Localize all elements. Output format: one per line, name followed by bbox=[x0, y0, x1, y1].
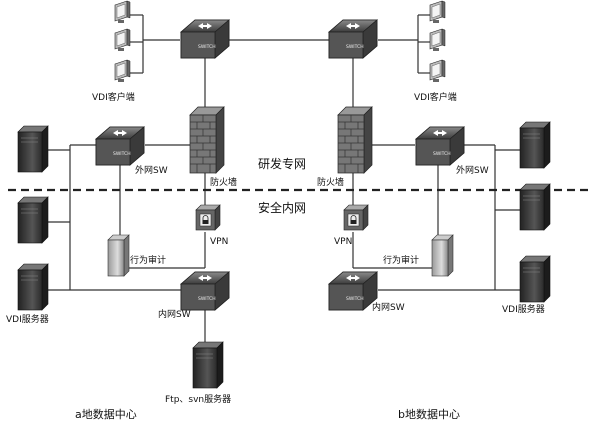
int-sw-label-left: 内网SW bbox=[158, 308, 191, 320]
audit-appliance-icon bbox=[107, 234, 130, 277]
switch-icon bbox=[95, 126, 145, 166]
firewall-label-left: 防火墙 bbox=[210, 176, 237, 188]
firewall-icon bbox=[337, 106, 373, 174]
firewall-icon bbox=[189, 106, 225, 174]
server-tower-icon bbox=[519, 121, 551, 169]
switch-icon bbox=[180, 19, 230, 59]
server-tower-icon bbox=[519, 255, 551, 303]
vdi-client-label-right: VDI客户端 bbox=[414, 91, 457, 103]
vdi-server-label-right: VDI服务器 bbox=[502, 303, 545, 315]
server-tower-icon bbox=[519, 183, 551, 231]
vpn-label-left: VPN bbox=[210, 237, 228, 247]
switch-icon bbox=[328, 271, 378, 311]
switch-icon bbox=[328, 19, 378, 59]
datacenter-label-b: b地数据中心 bbox=[398, 407, 460, 421]
server-tower-icon bbox=[17, 263, 49, 311]
monitor-icon bbox=[114, 0, 131, 24]
audit-label-left: 行为审计 bbox=[130, 254, 166, 266]
server-tower-icon bbox=[17, 125, 49, 173]
zone-label-secure: 安全内网 bbox=[258, 200, 306, 215]
monitor-icon bbox=[429, 28, 446, 52]
monitor-icon bbox=[114, 59, 131, 83]
datacenter-label-a: a地数据中心 bbox=[75, 407, 137, 421]
server-tower-icon bbox=[192, 341, 224, 389]
audit-label-right: 行为审计 bbox=[383, 254, 419, 266]
vpn-icon bbox=[195, 204, 221, 231]
vpn-icon bbox=[343, 204, 369, 231]
audit-appliance-icon bbox=[431, 234, 454, 277]
ftp-server-label: Ftp、svn服务器 bbox=[165, 393, 231, 405]
monitor-icon bbox=[114, 28, 131, 52]
zone-label-rd: 研发专网 bbox=[258, 156, 306, 171]
vdi-client-label-left: VDI客户端 bbox=[92, 91, 135, 103]
vpn-label-right: VPN bbox=[334, 237, 352, 247]
server-tower-icon bbox=[17, 196, 49, 244]
switch-icon bbox=[415, 126, 465, 166]
firewall-label-right: 防火墙 bbox=[317, 176, 344, 188]
ext-sw-label-left: 外网SW bbox=[135, 164, 168, 176]
int-sw-label-right: 内网SW bbox=[372, 301, 405, 313]
monitor-icon bbox=[429, 59, 446, 83]
switch-icon bbox=[180, 271, 230, 311]
ext-sw-label-right: 外网SW bbox=[456, 164, 489, 176]
vdi-server-label-left: VDI服务器 bbox=[6, 313, 49, 325]
monitor-icon bbox=[429, 0, 446, 24]
